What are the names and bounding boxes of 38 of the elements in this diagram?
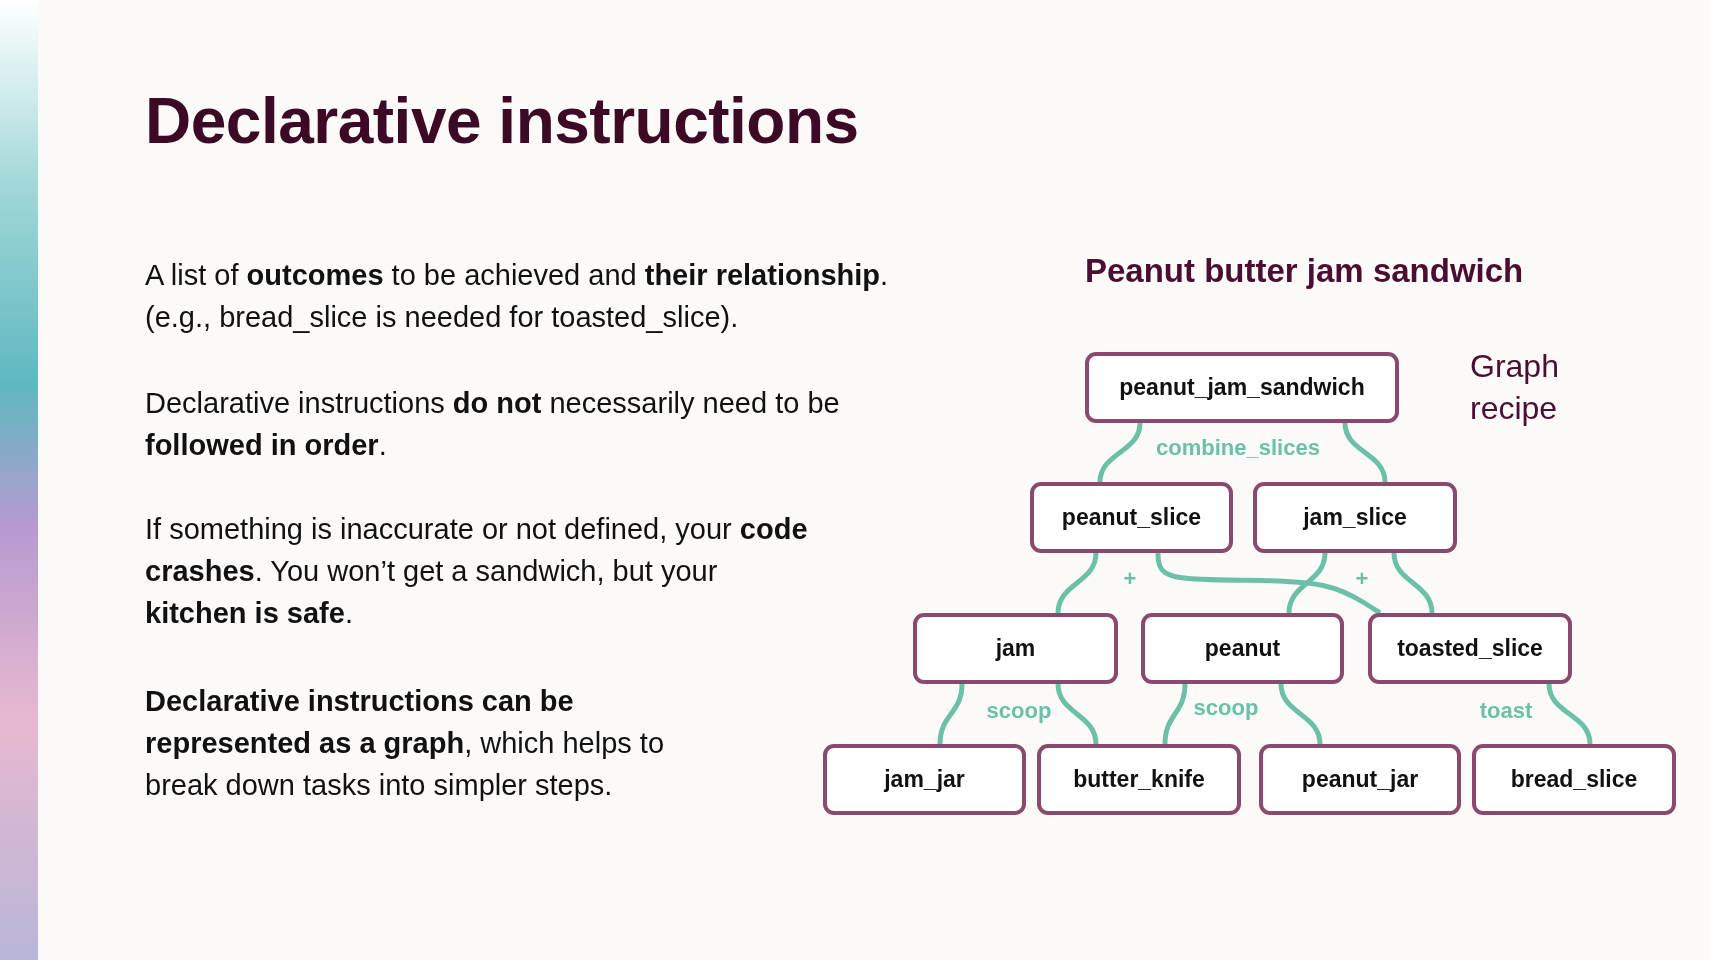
connector-line <box>1055 552 1099 614</box>
graph-node-box <box>1037 744 1241 815</box>
paragraph: Declarative instructions can be represented as a graph, which helps to break down tasks into simpler steps. <box>145 684 666 803</box>
slide-title: Declarative instructions <box>145 84 859 158</box>
graph-node-box <box>1368 613 1572 684</box>
connector-line <box>1155 552 1382 616</box>
connector-line <box>1391 552 1435 614</box>
graph-node-box <box>1030 482 1233 553</box>
connector-line <box>937 683 965 745</box>
paragraph: Declarative instructions do not necessarily need to be followed in order. <box>145 386 841 463</box>
connector-line <box>1546 683 1593 745</box>
node-label: jam_jar <box>884 766 965 793</box>
graph-node-box <box>913 613 1118 684</box>
node-label: bread_slice <box>1510 766 1638 793</box>
connector-line <box>1286 552 1328 614</box>
paragraph: A list of outcomes to be achieved and their relationship. (e.g., bread_slice is needed for toasted_slice). <box>145 258 890 335</box>
graph-node-box <box>1472 744 1676 815</box>
node-label: peanut_slice <box>1061 504 1202 531</box>
connector-line <box>1278 683 1323 745</box>
connector-line <box>1162 683 1188 745</box>
graph-node-box <box>1259 744 1461 815</box>
connector-line <box>1342 422 1388 483</box>
graph-caption: Graph recipe <box>1470 347 1560 428</box>
node-label: toasted_slice <box>1397 635 1543 662</box>
graph-node-box <box>823 744 1026 815</box>
graph-node-box <box>1085 352 1399 423</box>
paragraph: If something is inaccurate or not defined, your code crashes. You won’t get a sandwich, but your kitchen is safe. <box>145 512 809 631</box>
node-label: peanut <box>1204 635 1281 662</box>
graph-node-box <box>1141 613 1344 684</box>
node-label: peanut_jar <box>1301 766 1419 793</box>
node-label: jam_slice <box>1303 504 1407 531</box>
node-label: butter_knife <box>1073 766 1205 793</box>
graph-node-box <box>1253 482 1457 553</box>
node-label: peanut_jam_sandwich <box>1119 374 1365 401</box>
node-label: jam <box>995 635 1036 662</box>
connector-line <box>1055 683 1099 745</box>
graph-heading: Peanut butter jam sandwich <box>1085 252 1525 290</box>
connector-line <box>1097 422 1143 483</box>
